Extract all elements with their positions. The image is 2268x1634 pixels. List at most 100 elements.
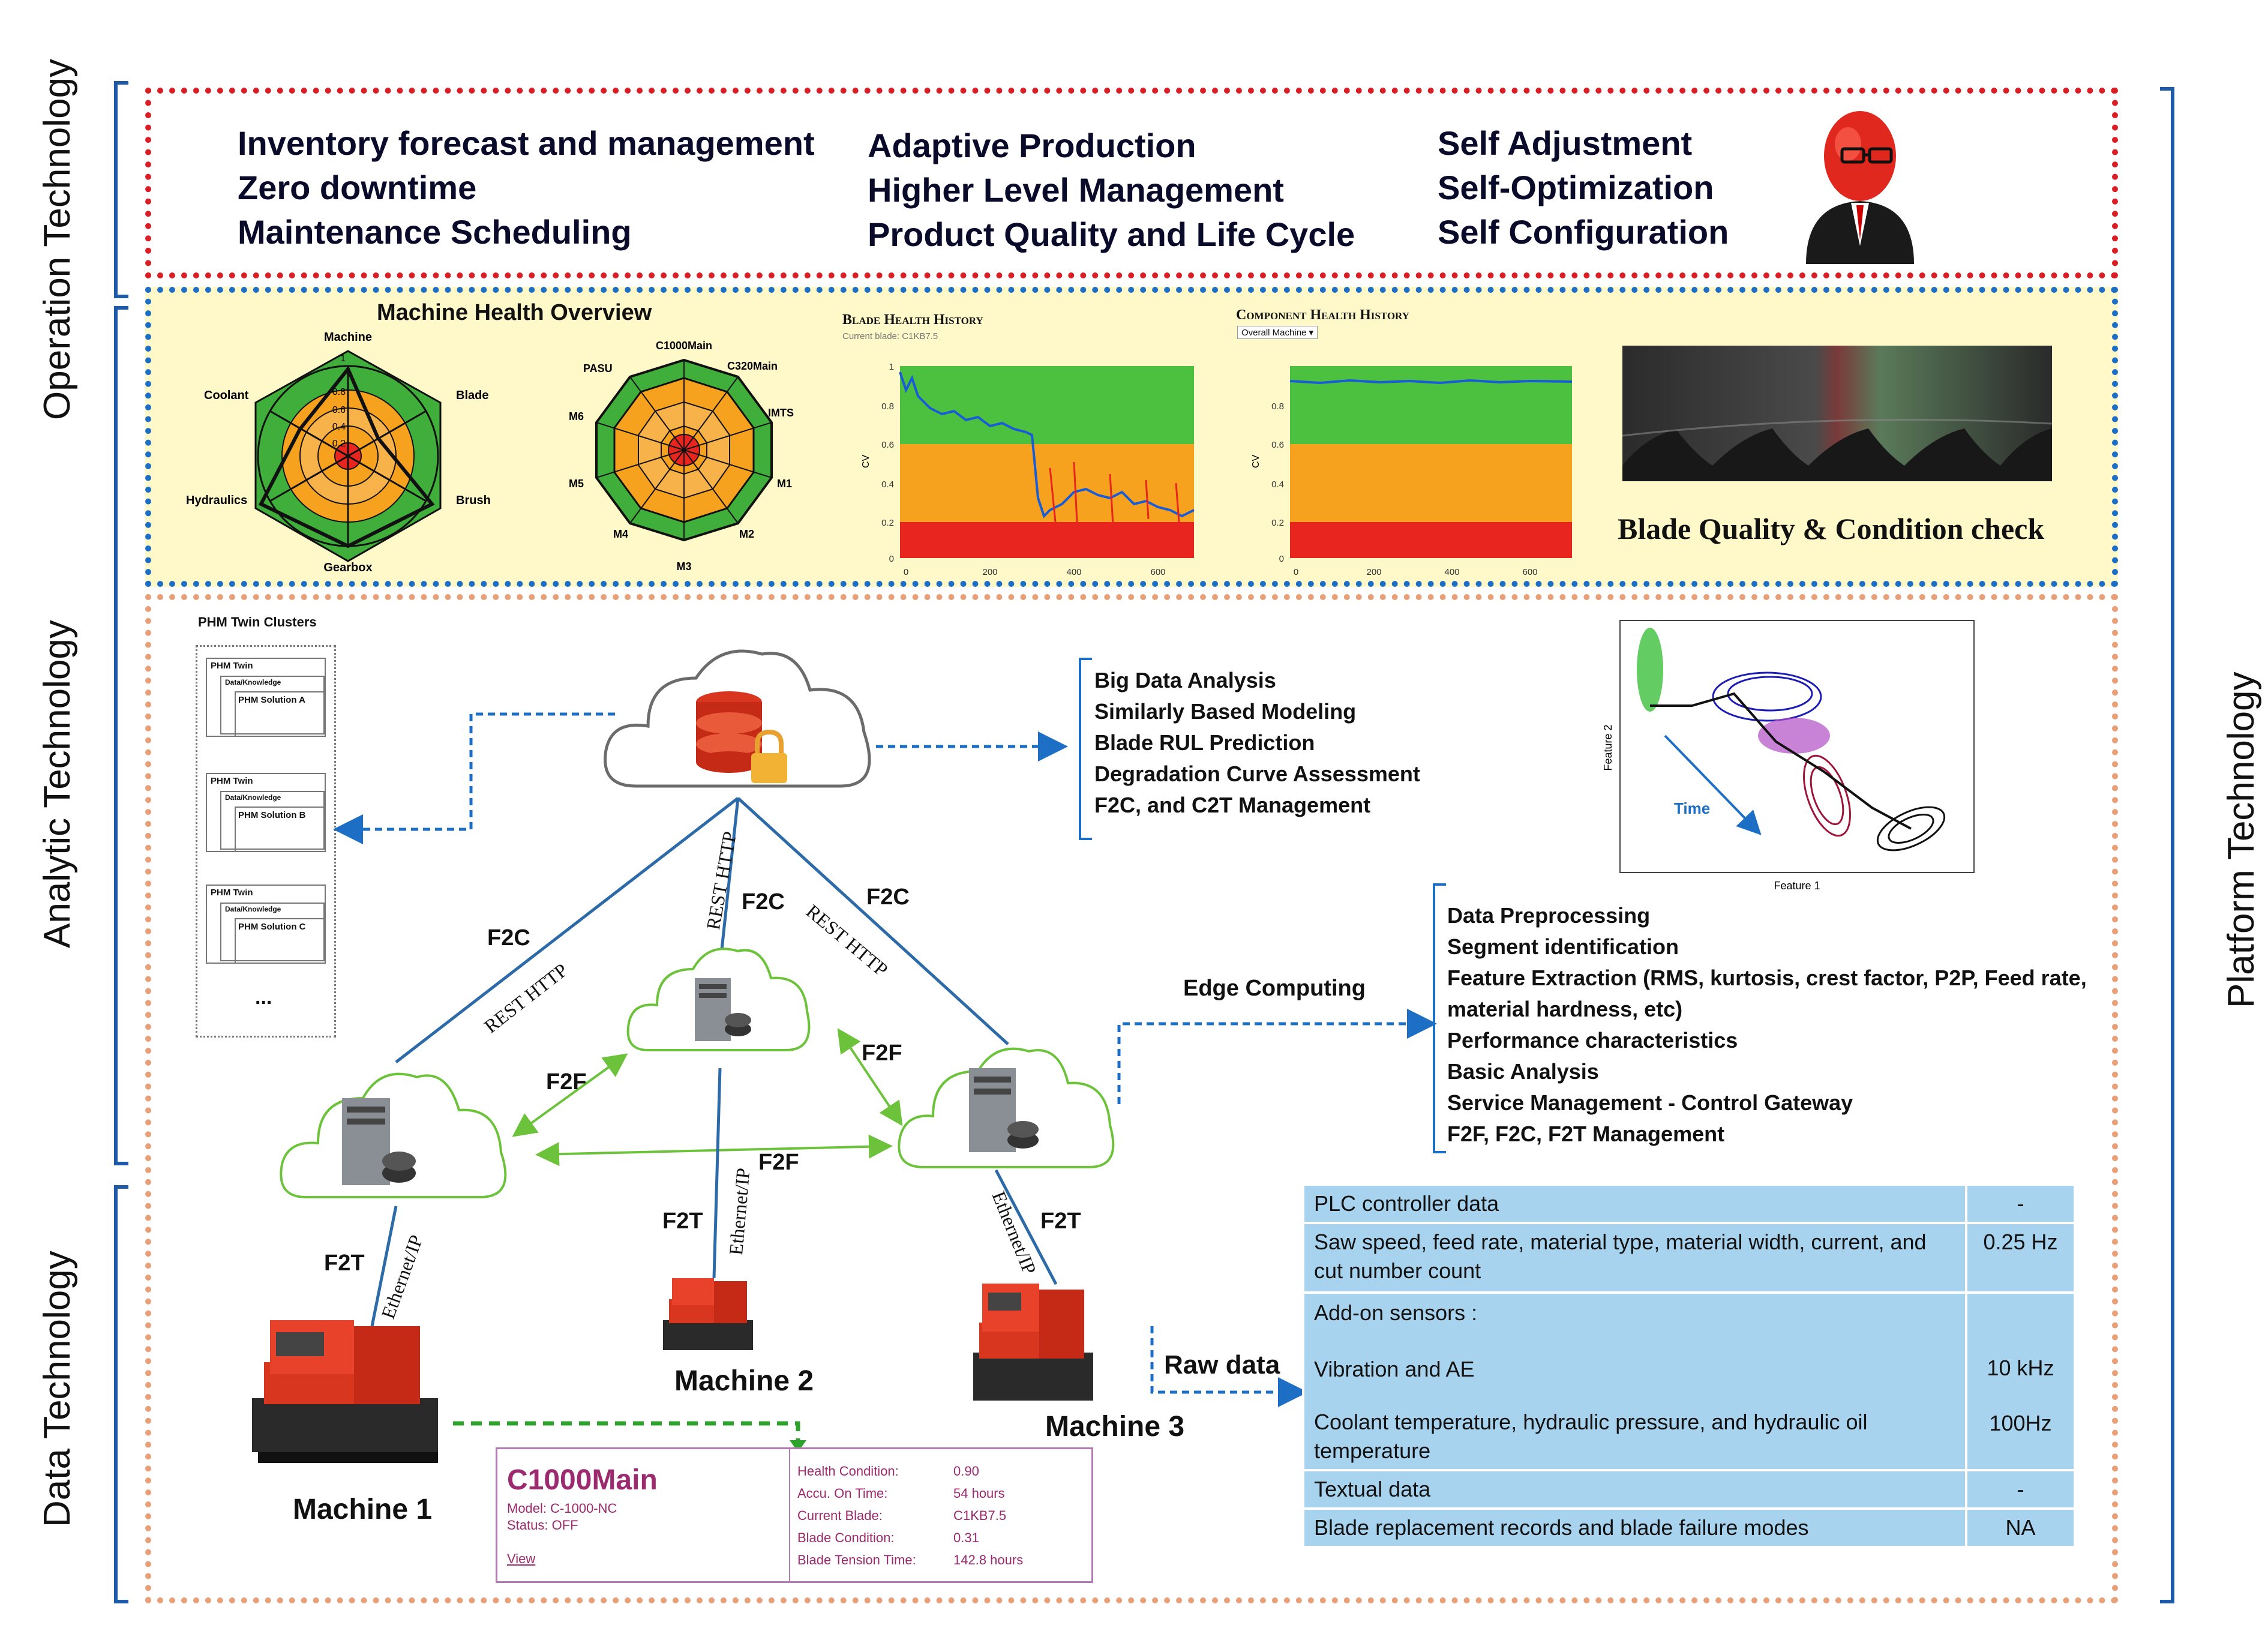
f2t-label-3: F2T — [1040, 1209, 1081, 1234]
x-tick: 600 — [1150, 567, 1165, 577]
y-tick: 0.8 — [881, 401, 894, 412]
scatter-xlabel: Feature 1 — [1774, 880, 1820, 892]
server-icon — [695, 978, 751, 1041]
op-item: Self Adjustment — [1438, 124, 1693, 162]
table-cell: Textual data — [1302, 1469, 1967, 1510]
x-tick: 200 — [1366, 567, 1381, 577]
blade-photo — [1622, 346, 2052, 481]
x-tick: 400 — [1444, 567, 1459, 577]
table-subvalue: 100Hz — [1989, 1411, 2052, 1435]
twin-clusters-title: PHM Twin Clusters — [198, 614, 317, 629]
list-item: F2F, F2C, F2T Management — [1447, 1122, 1725, 1146]
operation-col-2: Adaptive Production Higher Level Managem… — [868, 124, 1355, 257]
card-rows: Health Condition:0.90 Accu. On Time:54 h… — [797, 1460, 1023, 1571]
radar2-axis: PASU — [583, 362, 613, 374]
database-icon — [696, 691, 762, 773]
table-subrow: Coolant temperature, hydraulic pressure,… — [1314, 1410, 1868, 1463]
f2c-label-right: F2C — [866, 885, 910, 910]
blade-history-title: Blade Health History — [842, 312, 983, 328]
radar-chart-machine: Machine Blade Brush Gearbox Hydraulics C… — [186, 331, 491, 574]
x-tick: 400 — [1066, 567, 1081, 577]
radar1-tick: 0.6 — [332, 405, 346, 415]
y-tick: 0.2 — [881, 518, 894, 528]
y-tick: 0.4 — [881, 479, 894, 490]
op-item: Self-Optimization — [1438, 169, 1714, 206]
blade-history-subtitle: Current blade: C1KB7.5 — [842, 331, 938, 341]
twin-sub: Data/Knowledge — [225, 905, 281, 913]
table-subhead: Add-on sensors : — [1314, 1300, 1478, 1325]
bracket-data — [114, 1185, 128, 1603]
operation-col-3: Self Adjustment Self-Optimization Self C… — [1438, 121, 1729, 254]
radar1-axis: Brush — [456, 494, 491, 507]
component-select[interactable]: Overall Machine ▾ — [1237, 326, 1318, 339]
f2f-label-left: F2F — [546, 1069, 587, 1095]
list-item: Basic Analysis — [1447, 1059, 1599, 1084]
table-row: PLC controller data- — [1302, 1183, 2076, 1224]
table-cell: NA — [1965, 1507, 2076, 1548]
list-item: Blade RUL Prediction — [1094, 730, 1315, 755]
list-item: F2C, and C2T Management — [1094, 793, 1371, 817]
f2f-label-bottom: F2F — [758, 1150, 799, 1175]
twin-clusters: PHM Twin Data/Knowledge PHM Solution A P… — [196, 645, 336, 1038]
twin-sub: Data/Knowledge — [225, 678, 281, 686]
twin-solution: PHM Solution C — [235, 918, 326, 964]
component-history-chart: 0.8 0.6 0.4 0.2 0 0 200 400 600 CV — [1251, 366, 1573, 577]
list-item: Data Preprocessing — [1447, 903, 1651, 928]
table-row: Saw speed, feed rate, material type, mat… — [1302, 1222, 2076, 1294]
radar1-axis: Blade — [456, 389, 488, 402]
card-row: Accu. On Time:54 hours — [797, 1486, 1005, 1501]
op-item: Product Quality and Life Cycle — [868, 215, 1355, 253]
f2c-label-middle: F2C — [742, 889, 785, 915]
card-row: Blade Condition:0.31 — [797, 1530, 979, 1545]
edge-computing-list: Data Preprocessing Segment identificatio… — [1447, 900, 2087, 1150]
time-label: Time — [1674, 799, 1710, 817]
cloud-edge-2 — [626, 948, 811, 1051]
table-cell: - — [1965, 1183, 2076, 1224]
raw-data-label: Raw data — [1164, 1350, 1280, 1380]
table-cell: 10 kHz 100Hz — [1965, 1291, 2076, 1471]
table-cell: Add-on sensors : Vibration and AE Coolan… — [1302, 1291, 1967, 1471]
radar2-axis: C320Main — [727, 360, 778, 372]
machine-3-label: Machine 3 — [1045, 1411, 1185, 1443]
radar1-axis: Coolant — [204, 389, 249, 402]
radar2-axis: M6 — [569, 410, 584, 422]
op-item: Self Configuration — [1438, 213, 1729, 251]
card-title: C1000Main — [507, 1464, 658, 1496]
card-view-link[interactable]: View — [507, 1551, 536, 1566]
cloud-server — [604, 649, 871, 788]
bracket-platform — [2160, 87, 2174, 1603]
operation-box — [145, 88, 2118, 278]
y-tick: 0.4 — [1271, 479, 1284, 490]
list-item: Feature Extraction (RMS, kurtosis, crest… — [1447, 966, 2087, 990]
x-tick: 200 — [982, 567, 997, 577]
table-subrow: Vibration and AE — [1314, 1357, 1475, 1381]
radar1-axis: Machine — [324, 331, 372, 344]
machine-2-icon — [663, 1278, 753, 1350]
feature-scatter-plot: Time Feature 1 Feature 2 — [1602, 620, 1975, 892]
list-item: Segment identification — [1447, 934, 1679, 959]
card-status: Status: OFF — [507, 1518, 578, 1533]
radar2-axis: M1 — [777, 478, 792, 490]
y-tick: 0.8 — [1271, 401, 1284, 412]
table-row: Textual data- — [1302, 1469, 2076, 1510]
table-cell: Blade replacement records and blade fail… — [1302, 1507, 1967, 1548]
cloud-analysis-list: Big Data Analysis Similarly Based Modeli… — [1094, 665, 1420, 821]
radar1-axis: Gearbox — [323, 561, 372, 574]
machine-1-label: Machine 1 — [293, 1494, 433, 1525]
list-item: Service Management - Control Gateway — [1447, 1090, 1853, 1115]
table-cell: Saw speed, feed rate, material type, mat… — [1302, 1222, 1967, 1294]
machine-1-icon — [252, 1320, 438, 1463]
x-tick: 0 — [1294, 567, 1298, 577]
edge-computing-label: Edge Computing — [1183, 976, 1366, 1001]
cloud-edge-1 — [280, 1072, 507, 1198]
table-cell: - — [1965, 1469, 2076, 1510]
cv-axis-label: CV — [861, 454, 871, 468]
card-row: Blade Tension Time:142.8 hours — [797, 1552, 1024, 1567]
table-cell: 0.25 Hz — [1965, 1222, 2076, 1294]
bracket-operation — [114, 81, 128, 298]
machine-3-icon — [973, 1284, 1093, 1401]
component-history-title: Component Health History — [1236, 307, 1410, 323]
y-tick: 0 — [889, 554, 894, 564]
radar2-axis: M5 — [569, 478, 584, 490]
